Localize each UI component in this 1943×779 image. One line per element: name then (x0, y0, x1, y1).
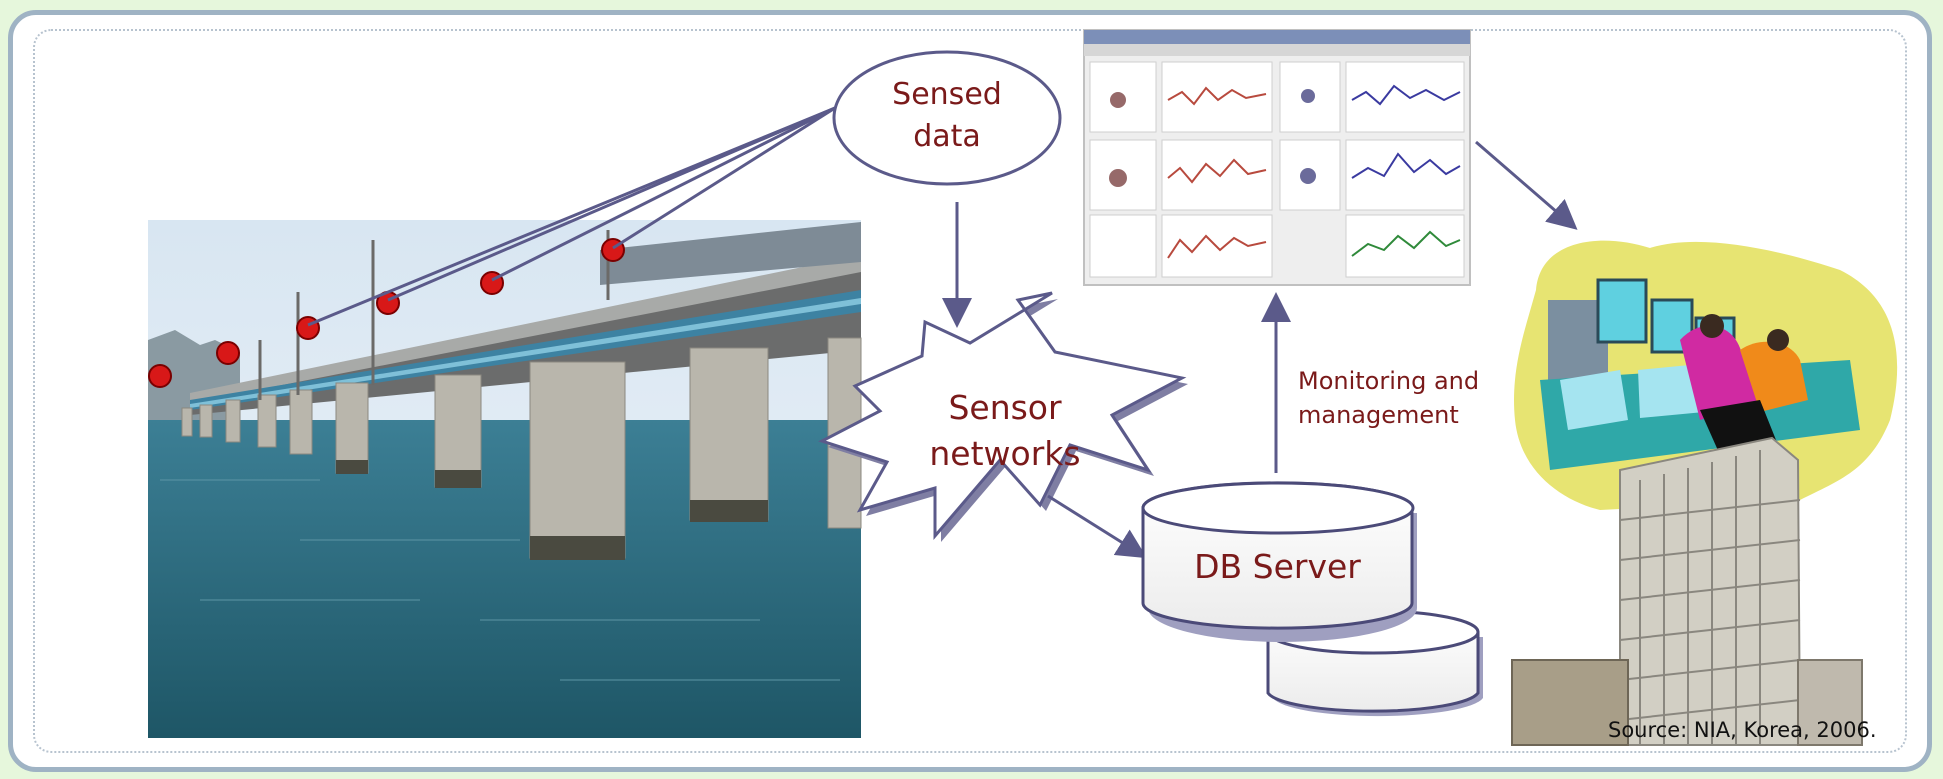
sensor-marker (148, 364, 172, 388)
db-server-cylinder (1141, 481, 1417, 642)
db-server-label: DB Server (1194, 547, 1361, 586)
sensed-data-label: Sensed data (892, 77, 1002, 154)
dotted-border (33, 29, 1907, 753)
bridge-photo (148, 220, 862, 738)
source-caption: Source: NIA, Korea, 2006. (1608, 718, 1877, 742)
monitoring-dashboard (1083, 29, 1471, 286)
sensor-networks-burst (818, 291, 1188, 542)
sensed-data-links (307, 106, 836, 327)
operators-clipart (1511, 240, 1898, 746)
arrow-to-operators (1475, 140, 1578, 230)
sensor-marker (216, 341, 240, 365)
sensor-networks-label: Sensor networks (929, 388, 1081, 473)
sensed-data-bubble (832, 50, 1062, 186)
monitoring-label: Monitoring and management (1298, 367, 1480, 429)
arrow-to-db-server (1047, 494, 1148, 559)
